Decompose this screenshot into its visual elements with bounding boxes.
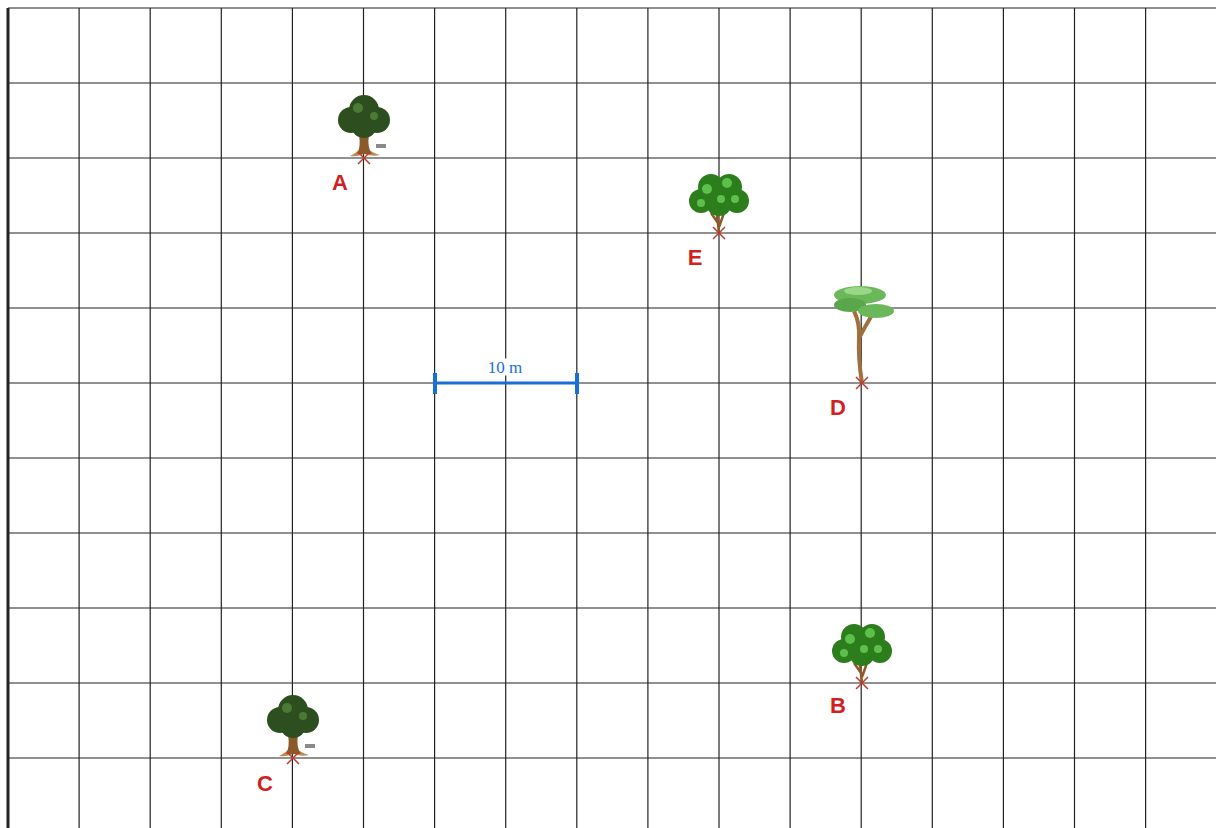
grid-line (150, 8, 151, 828)
grid-line (8, 532, 1216, 533)
grid-line (718, 8, 719, 828)
grid-line (8, 307, 1216, 308)
grid-line (8, 682, 1216, 683)
tree-letter: E (688, 247, 703, 269)
grid-line (576, 8, 577, 828)
grid-line (7, 8, 10, 828)
grid-line (8, 607, 1216, 608)
tree-letter: B (830, 695, 846, 717)
tree-d (834, 286, 894, 389)
grid-line (8, 82, 1216, 83)
scale-line (435, 382, 577, 385)
scale-dimension: 10 m (485, 359, 525, 376)
grid-line (221, 8, 222, 828)
grid-line (78, 8, 79, 828)
grid-line (8, 757, 1216, 758)
grid-line (1074, 8, 1075, 828)
grid-line (861, 8, 862, 828)
tree-c (267, 695, 319, 764)
grid-line (434, 8, 435, 828)
tree-e (689, 174, 749, 239)
tree-b (832, 624, 892, 689)
grid-line (8, 382, 1216, 383)
grid-line (8, 157, 1216, 158)
grid-line (1145, 8, 1146, 828)
tree-letter: A (332, 172, 348, 194)
grid-line (8, 457, 1216, 458)
scale-bar (435, 373, 577, 394)
tree-letter: D (830, 397, 846, 419)
scale-tick (433, 373, 437, 394)
grid-line (1003, 8, 1004, 828)
grid-line (8, 7, 1216, 8)
grid-line (789, 8, 790, 828)
tree-a (338, 95, 390, 164)
grid-line (8, 232, 1216, 233)
grid-line (932, 8, 933, 828)
grid-line (505, 8, 506, 828)
scale-tick (575, 373, 579, 394)
tree-letter: C (257, 773, 273, 795)
grid-line (647, 8, 648, 828)
